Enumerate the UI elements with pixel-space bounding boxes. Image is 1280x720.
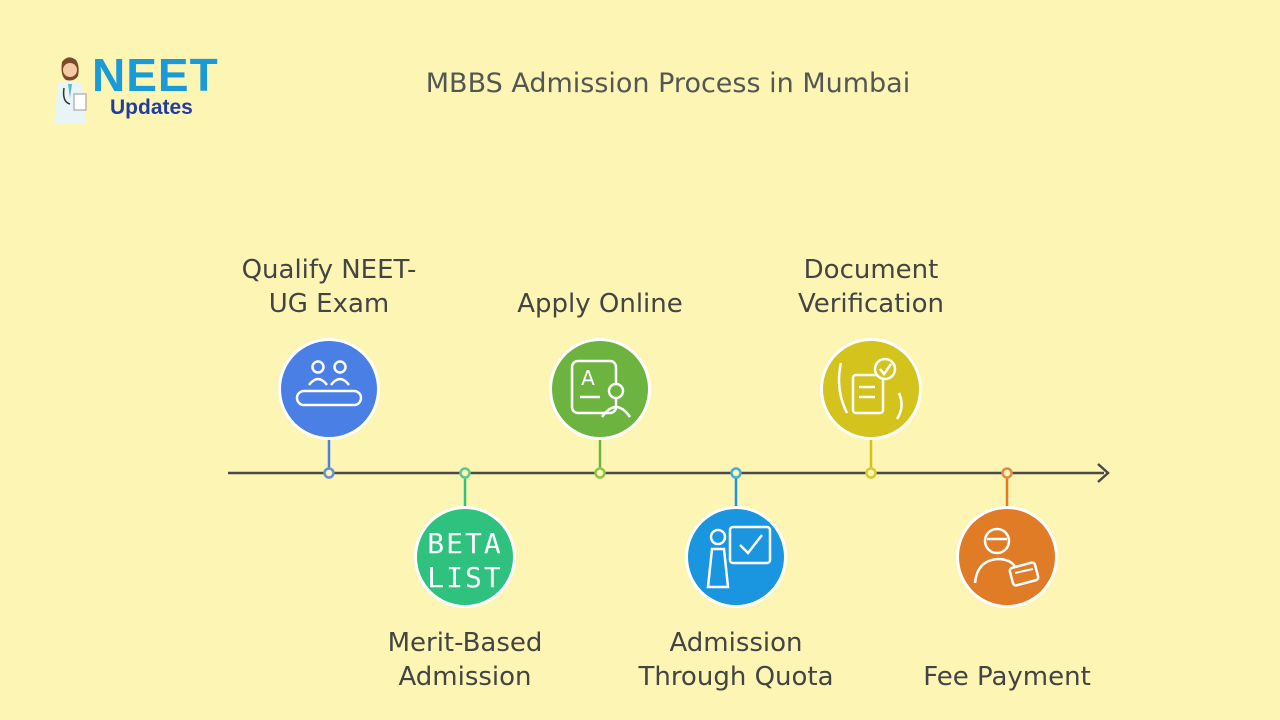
step-circle xyxy=(552,341,648,437)
logo-subtitle: Updates xyxy=(110,96,193,119)
checklist-person-icon xyxy=(706,525,772,589)
timeline-node xyxy=(865,467,877,479)
step-label: Qualify NEET- UG Exam xyxy=(219,253,439,321)
step-label-line: Fee Payment xyxy=(923,662,1091,692)
timeline-node xyxy=(459,467,471,479)
step-label-line xyxy=(897,626,1117,660)
step-circle xyxy=(823,341,919,437)
svg-text:BETA: BETA xyxy=(427,527,502,560)
timeline-node xyxy=(730,467,742,479)
svg-text:LIST: LIST xyxy=(427,561,502,594)
step-label-line: Merit-Based xyxy=(387,628,543,658)
step-circle xyxy=(281,341,377,437)
step-label-line: Verification xyxy=(797,289,945,319)
step-label: Apply Online xyxy=(490,253,710,321)
step-label-line: UG Exam xyxy=(268,289,390,319)
step-label-line: Through Quota xyxy=(638,662,834,692)
logo-wordmark: NEET xyxy=(92,49,219,101)
payment-icon xyxy=(973,527,1040,587)
document-check-icon xyxy=(837,357,903,420)
doctor-figure-icon xyxy=(54,57,87,124)
step-label-line xyxy=(490,253,710,287)
step-circle xyxy=(959,509,1055,605)
application-form-icon: A xyxy=(570,359,632,418)
neet-updates-logo: NEET Updates xyxy=(48,50,228,128)
svg-text:A: A xyxy=(581,366,595,390)
page-title: MBBS Admission Process in Mumbai xyxy=(425,68,911,99)
step-label-line: Apply Online xyxy=(517,289,683,319)
timeline-arrowhead xyxy=(1097,463,1110,483)
timeline-node xyxy=(1001,467,1013,479)
step-label-line: Document xyxy=(803,255,939,285)
timeline-node xyxy=(594,467,606,479)
step-circle xyxy=(417,509,513,605)
step-label-line: Admission xyxy=(669,628,803,658)
step-label: Fee Payment xyxy=(897,626,1117,694)
step-label-line: Admission xyxy=(398,662,532,692)
step-label-line: Qualify NEET- xyxy=(241,255,417,285)
timeline-node xyxy=(323,467,335,479)
group-class-icon xyxy=(295,360,363,407)
